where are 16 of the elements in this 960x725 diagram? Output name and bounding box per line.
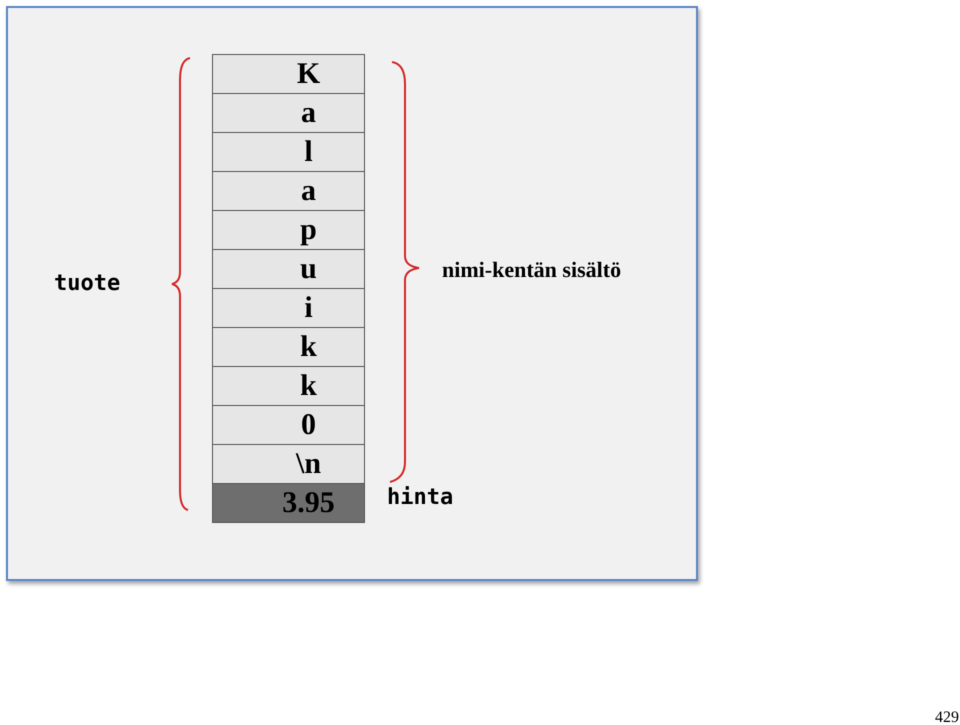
page-number: 429 (935, 710, 959, 725)
memory-cell: K (212, 54, 365, 94)
field-label: nimi-kentän sisältö (442, 259, 622, 281)
memory-cell: \n (212, 444, 365, 484)
memory-cell: k (212, 327, 365, 367)
memory-cell: 3.95 (212, 483, 365, 523)
memory-cell: a (212, 171, 365, 211)
memory-cell: u (212, 249, 365, 289)
memory-cell: 0 (212, 405, 365, 445)
memory-cell: l (212, 132, 365, 172)
variable-label: tuote (54, 273, 120, 295)
field-label: hinta (387, 487, 454, 509)
memory-cell: a (212, 93, 365, 133)
memory-cell: p (212, 210, 365, 250)
memory-cell: i (212, 288, 365, 328)
memory-cell: k (212, 366, 365, 406)
